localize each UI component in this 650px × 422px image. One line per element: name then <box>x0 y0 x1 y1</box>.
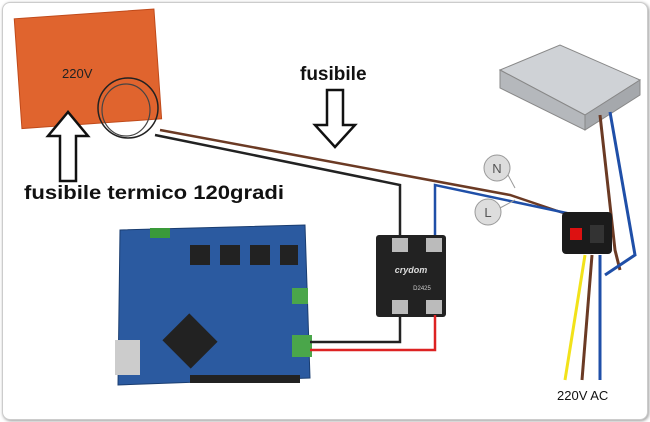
heater-pad <box>13 8 163 130</box>
heater-label: 220V <box>62 66 93 81</box>
arrow-down-icon <box>312 88 358 149</box>
heater-coil-inner <box>101 83 151 137</box>
wire-psu-brown <box>598 114 622 271</box>
heater-coil <box>97 77 159 139</box>
controller-board <box>115 224 312 386</box>
wire-mains-brown <box>580 254 594 381</box>
thermal-fuse-label: fusibile termico 120gradi <box>24 183 284 204</box>
line-marker <box>474 198 502 226</box>
arrow-up-icon <box>45 110 91 183</box>
wire-heater-to-relay <box>154 133 402 240</box>
power-socket[interactable] <box>562 212 612 254</box>
mains-label: 220V AC <box>557 388 608 403</box>
relay-brand: crydom <box>395 265 428 275</box>
line-label: L <box>484 205 491 220</box>
wire-board-relay-neg <box>310 315 402 344</box>
neutral-label: N <box>492 161 501 176</box>
neutral-marker <box>483 154 511 182</box>
wire-heater-neutral <box>159 128 591 224</box>
power-supply <box>498 44 642 131</box>
wire-relay-line <box>433 183 591 240</box>
relay-model: D2425 <box>413 286 431 292</box>
solid-state-relay: crydom D2425 <box>376 235 446 317</box>
fuse-label: fusibile <box>300 64 367 85</box>
wire-psu-blue <box>604 111 637 277</box>
wire-board-relay-pos <box>310 315 437 352</box>
wire-mains-earth <box>563 254 587 381</box>
